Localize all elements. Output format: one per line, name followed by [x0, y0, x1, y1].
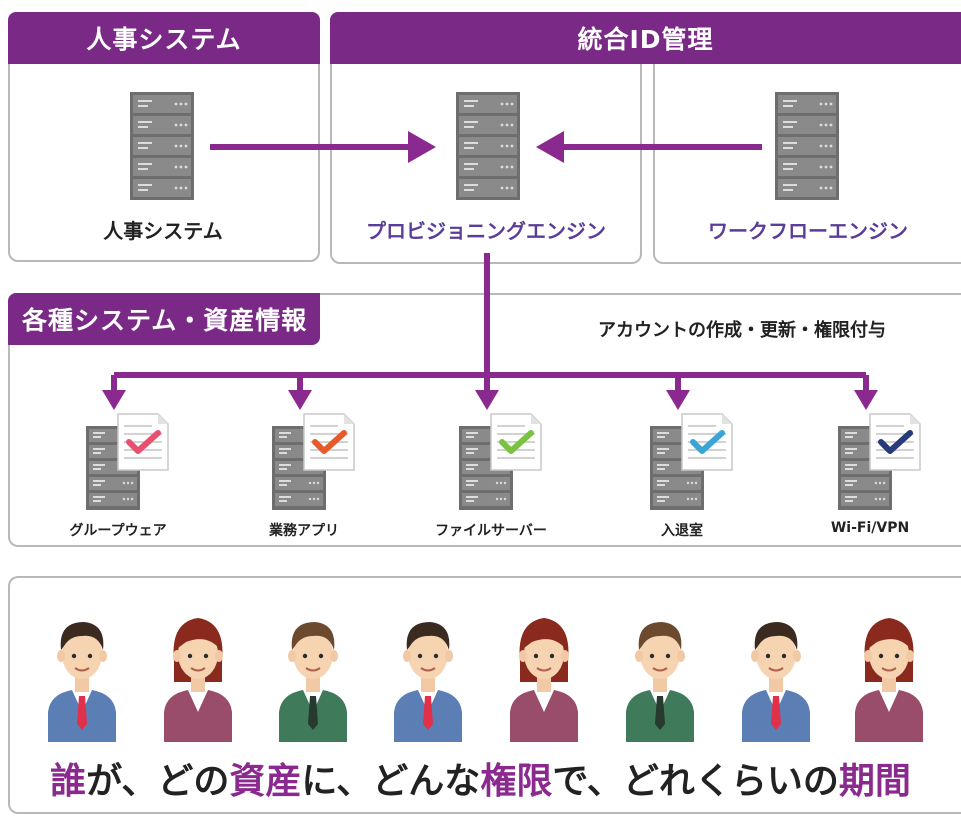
tagline-text: が、どの — [86, 761, 230, 802]
tagline-highlight: 権限 — [480, 761, 553, 802]
man-avatar-icon — [626, 622, 694, 742]
wifi-vpn-label: Wi-Fi/VPN — [830, 520, 910, 536]
hr-server-label: 人事システム — [103, 219, 223, 243]
provisioning-server-icon — [456, 92, 520, 200]
man-avatar-icon — [279, 622, 347, 742]
man-avatar-icon — [742, 622, 810, 742]
tagline-highlight: 誰 — [50, 761, 87, 802]
workflow-server-icon — [775, 92, 839, 200]
room-access-server-icon — [650, 413, 733, 510]
tagline-text: で、どれくらいの — [552, 761, 839, 802]
workflow-engine-label: ワークフローエンジン — [708, 219, 908, 243]
file-server-label: ファイルサーバー — [435, 523, 547, 539]
man-avatar-icon — [394, 622, 462, 742]
systems-header: 各種システム・資産情報 — [8, 293, 320, 345]
woman-avatar-icon — [164, 618, 232, 742]
groupware-server-icon — [86, 413, 169, 510]
wifi-vpn-server-icon — [838, 413, 921, 510]
man-avatar-icon — [48, 622, 116, 742]
business-app-label: 業務アプリ — [269, 523, 339, 539]
tagline: 誰が、どの資産に、どんな権限で、どれくらいの期間 — [0, 752, 961, 804]
woman-avatar-icon — [855, 618, 923, 742]
woman-avatar-icon — [510, 618, 578, 742]
provisioning-note: アカウントの作成・更新・権限付与 — [598, 320, 886, 341]
file-server-server-icon — [459, 413, 542, 510]
provisioning-engine-label: プロビジョニングエンジン — [366, 219, 606, 243]
idm-header: 統合ID管理 — [330, 12, 961, 64]
tagline-highlight: 期間 — [838, 761, 911, 802]
tagline-highlight: 資産 — [229, 761, 302, 802]
business-app-server-icon — [272, 413, 355, 510]
room-access-label: 入退室 — [661, 523, 703, 539]
hr-system-header: 人事システム — [8, 12, 320, 64]
tagline-text: に、どんな — [301, 761, 481, 802]
groupware-label: グループウェア — [69, 523, 167, 539]
users-panel — [8, 576, 961, 814]
hr-server-icon — [130, 92, 194, 200]
